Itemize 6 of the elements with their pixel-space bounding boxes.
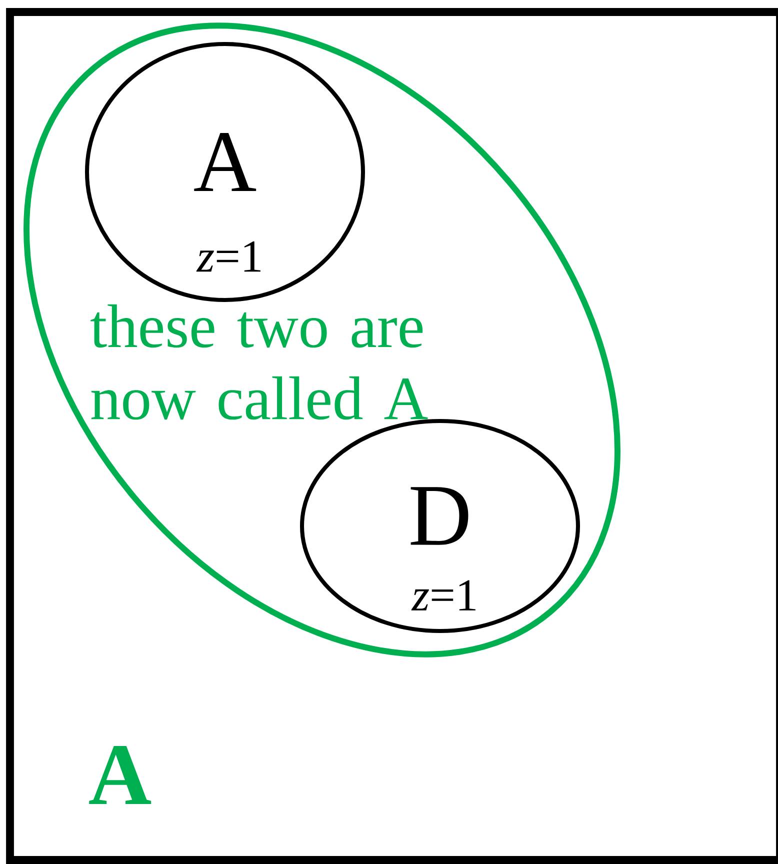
circle-label: A [194,133,256,191]
circle-label: D [410,487,468,545]
value-label: z=1 [196,241,260,272]
heading: A [89,746,152,804]
value-label: z=1 [411,580,476,610]
group-note: these two are now called A [90,304,428,420]
